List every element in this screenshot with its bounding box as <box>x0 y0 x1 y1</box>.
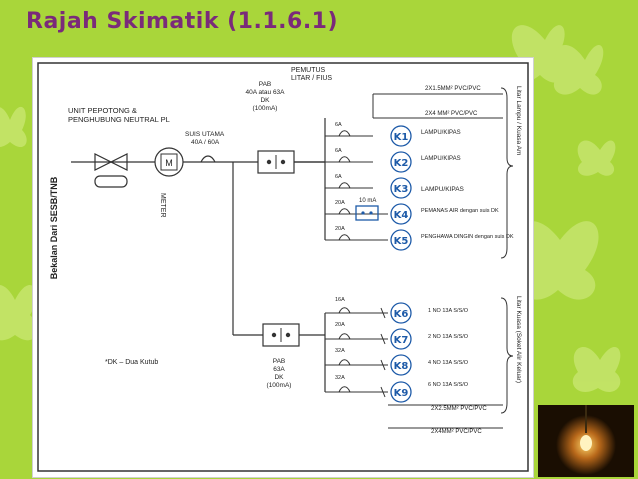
butterfly-icon <box>0 285 38 341</box>
cable-top-1: 2X1.5MM² PVC/PVC <box>425 86 481 92</box>
k3-label: K3 <box>394 184 409 195</box>
k4-label: K4 <box>394 210 409 221</box>
butterfly-icon <box>0 107 27 148</box>
circuit-rating: 6A <box>335 122 342 128</box>
k7-label: K7 <box>394 335 409 346</box>
lightbulb-icon <box>538 405 634 477</box>
butterfly-icon <box>572 347 621 392</box>
meter-label: METER <box>159 193 166 218</box>
circuit-rating: 16A <box>335 297 345 303</box>
meter-icon: M <box>154 147 184 177</box>
circuit-row-k9: 32A K9 6 NO 13A S/S/O <box>325 375 469 403</box>
pab-bottom-3: DK <box>274 374 284 381</box>
pab-bottom-2: 63A <box>273 366 285 373</box>
circuit-row-k3: 6A K3 LAMPU/KIPAS <box>325 174 465 199</box>
breaker-header-1: PEMUTUS <box>291 67 326 74</box>
group-top-label: Litar Lampu / Kuasa Am <box>515 86 522 155</box>
circuit-row-k8: 32A K8 4 NO 13A S/S/O <box>325 348 469 376</box>
breaker-header-2: LITAR / FIUS <box>291 75 332 82</box>
schematic-diagram: Bekalan Dari SESB/TNB UNIT PEPOTONG & PE… <box>37 62 529 472</box>
butterfly-icon <box>517 221 599 300</box>
circuit-rating: 6A <box>335 148 342 154</box>
circuit-row-k1: 6A K1 LAMPU/KIPAS <box>325 122 461 147</box>
k6-label: K6 <box>394 309 409 320</box>
circuit-rating: 20A <box>335 226 345 232</box>
butterfly-icon <box>577 140 616 176</box>
cable-bot-2: 2X4MM² PVC/PVC <box>431 429 482 435</box>
circuit-rating: 32A <box>335 375 345 381</box>
group-bottom-label: Litar Kuasa (Soket Alir Keluar) <box>515 296 522 383</box>
k1-label: K1 <box>394 132 409 143</box>
circuit-rating: 20A <box>335 200 345 206</box>
k9-desc: 6 NO 13A S/S/O <box>428 382 469 388</box>
circuit-row-k5: 20A K5 PENGHAWA DINGIN dengan suis DK <box>325 226 514 251</box>
k7-desc: 2 NO 13A S/S/O <box>428 334 469 340</box>
k4-desc: PEMANAS AIR dengan suis DK <box>421 208 499 214</box>
k8-desc: 4 NO 13A S/S/O <box>428 360 469 366</box>
pab-top-1: PAB <box>259 81 272 88</box>
dk-note: *DK – Dua Kutub <box>105 359 158 366</box>
k2-label: K2 <box>394 158 409 169</box>
k3-desc: LAMPU/KIPAS <box>421 186 465 193</box>
cable-top-2: 2X4 MM² PVC/PVC <box>425 111 478 117</box>
meter-symbol: M <box>165 158 173 168</box>
circuit-row-k4: 20A 10 mA K4 PEMANAS AIR dengan suis DK <box>325 198 499 225</box>
rccb-10ma-box <box>355 205 379 221</box>
supply-label: Bekalan Dari SESB/TNB <box>49 176 59 279</box>
lightbulb-image <box>538 405 634 477</box>
brace-top <box>500 87 514 259</box>
unit-label-1: UNIT PEPOTONG & <box>68 106 137 115</box>
k5-label: K5 <box>394 236 409 247</box>
pab-bottom-1: PAB <box>273 358 286 365</box>
pab-top-3: DK <box>260 97 270 104</box>
pab-bottom-4: (100mA) <box>267 382 292 389</box>
main-switch-label-1: SUIS UTAMA <box>185 131 225 138</box>
pab-top-4: (100mA) <box>253 105 278 112</box>
butterfly-icon <box>553 44 604 95</box>
diagram-frame <box>37 62 529 472</box>
circuit-rating: 32A <box>335 348 345 354</box>
schematic-panel: Bekalan Dari SESB/TNB UNIT PEPOTONG & PE… <box>33 58 533 477</box>
k8-label: K8 <box>394 361 409 372</box>
brace-bottom <box>500 297 514 414</box>
k1-desc: LAMPU/KIPAS <box>421 130 461 136</box>
k2-desc: LAMPU/KIPAS <box>421 156 461 162</box>
unit-label-2: PENGHUBUNG NEUTRAL PL <box>68 115 170 124</box>
circuit-row-k6: 16A K6 1 NO 13A S/S/O <box>325 297 469 324</box>
circuit-row-k7: 20A K7 2 NO 13A S/S/O <box>325 322 469 350</box>
k5-desc: PENGHAWA DINGIN dengan suis DK <box>421 234 514 240</box>
k6-desc: 1 NO 13A S/S/O <box>428 308 469 314</box>
k9-label: K9 <box>394 388 409 399</box>
cutout-icon <box>94 153 128 188</box>
pab-top-2: 40A atau 63A <box>245 89 285 96</box>
circuit-rating: 6A <box>335 174 342 180</box>
rccb-label: 10 mA <box>359 198 376 204</box>
main-switch-label-2: 40A / 60A <box>191 139 220 146</box>
slide-title: Rajah Skimatik (1.1.6.1) <box>26 9 339 34</box>
cable-bot-1: 2X2.5MM² PVC/PVC <box>431 406 487 412</box>
circuit-rating: 20A <box>335 322 345 328</box>
main-switch-icon <box>200 155 216 163</box>
circuit-row-k2: 6A K2 LAMPU/KIPAS <box>325 148 461 173</box>
